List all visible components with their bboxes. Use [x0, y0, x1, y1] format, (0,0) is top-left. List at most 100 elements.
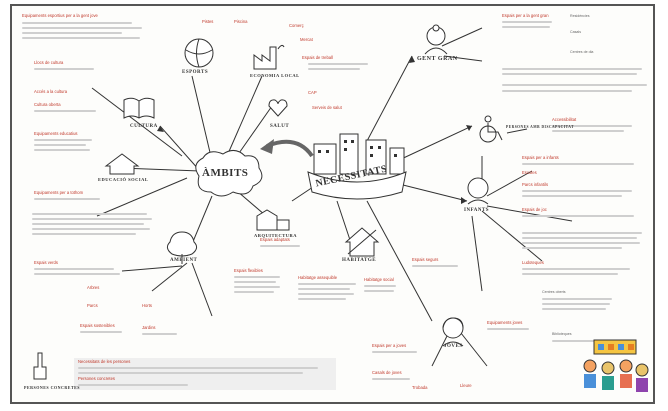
- text-line: [32, 218, 152, 220]
- node-joves: JOVES: [444, 344, 463, 349]
- note-esports-3: Piscina: [234, 19, 248, 24]
- text-line: [502, 26, 550, 28]
- note-educacio-2: Equipaments per a tothom: [34, 190, 84, 195]
- text-line: [298, 293, 354, 295]
- node-economia: ECONOMIA LOCAL: [250, 73, 300, 78]
- note-habitatge-1: Habitatge assequible: [298, 275, 338, 280]
- text-line: [502, 68, 642, 70]
- house-icon: [344, 227, 380, 257]
- ambits-label: ÀMBITS: [202, 167, 249, 179]
- text-line: [372, 378, 410, 380]
- book-icon: [123, 97, 155, 119]
- mind-map: Equipaments esportius per a la gent jove…: [10, 4, 655, 404]
- text-line: [22, 27, 142, 29]
- buildings-icon: [307, 133, 407, 200]
- text-line: [34, 273, 120, 275]
- hand-pointing-up-icon: [33, 352, 47, 380]
- text-line: [552, 340, 602, 342]
- text-line: [308, 63, 368, 65]
- text-line: [542, 298, 612, 300]
- text-line: [142, 333, 177, 335]
- note-gent-gran-4: Centres de dia: [570, 50, 594, 54]
- note-infants-1: Espais per a infants: [522, 155, 559, 160]
- text-line: [34, 68, 94, 70]
- text-line: [34, 198, 100, 200]
- note-joves-2: Casals de joves: [372, 370, 402, 375]
- node-discapacitat: PERSONES AMB DISCAPACITAT: [506, 125, 575, 129]
- note-gent-gran-2: Residències: [570, 14, 590, 18]
- text-line: [502, 90, 632, 92]
- text-line: [22, 37, 140, 39]
- text-line: [522, 268, 630, 270]
- note-gent-gran-1: Espais per a la gent gran: [502, 13, 549, 18]
- text-line: [32, 213, 147, 215]
- node-salut: SALUT: [270, 124, 290, 129]
- text-line: [522, 242, 640, 244]
- text-line: [487, 328, 529, 330]
- text-line: [234, 291, 274, 293]
- text-line: [502, 73, 637, 75]
- note-ambient-1: Espais verds: [34, 260, 58, 265]
- text-line: [22, 22, 132, 24]
- note-infants-5: Ludoteques: [522, 260, 544, 265]
- text-line: [542, 308, 606, 310]
- text-line: [34, 144, 86, 146]
- text-line: [260, 245, 300, 247]
- text-line: [522, 273, 618, 275]
- text-line: [234, 286, 280, 288]
- text-line: [34, 110, 96, 112]
- note-joves-5: Equipaments joves: [487, 320, 523, 325]
- text-line: [552, 125, 632, 127]
- text-line: [364, 290, 394, 292]
- note-salut-1: CAP: [308, 90, 317, 95]
- note-ambient-6: Jardins: [142, 325, 156, 330]
- text-line: [372, 351, 417, 353]
- text-line: [32, 228, 150, 230]
- footer-note-2: Persones concretes: [78, 376, 116, 381]
- text-line: [522, 232, 642, 234]
- note-cultura-1: Llocs de cultura: [34, 60, 64, 65]
- node-esports: ESPORTS: [182, 70, 209, 75]
- text-line: [502, 21, 552, 23]
- note-economia-3: Espais de treball: [302, 55, 333, 60]
- note-arq-1: Espais adaptats: [260, 237, 290, 242]
- text-line: [298, 298, 346, 300]
- children-illustration-icon: [583, 339, 649, 392]
- text-line: [522, 195, 622, 197]
- text-line: [32, 233, 136, 235]
- note-infants-3: Parcs infantils: [522, 182, 549, 187]
- text-line: [298, 283, 356, 285]
- node-educacio: EDUCACIÓ SOCIAL: [98, 177, 149, 182]
- footer-note-1: Necessitats de les persones: [78, 359, 131, 364]
- note-ambient-3: Parcs: [87, 303, 98, 308]
- factory-icon: [253, 44, 285, 70]
- text-line: [364, 285, 396, 287]
- text-line: [298, 288, 350, 290]
- note-joves-1: Espais per a joves: [372, 343, 407, 348]
- note-arq-2: Espais flexibles: [234, 268, 263, 273]
- note-infants-4: Espais de joc: [522, 207, 547, 212]
- note-discap-1: Accessibilitat: [552, 117, 577, 122]
- note-ambient-2: Arbres: [87, 285, 100, 290]
- node-habitatge: HABITATGE: [342, 258, 377, 263]
- text-line: [234, 281, 276, 283]
- note-joves-3: Trobada: [412, 385, 428, 390]
- text-line: [78, 372, 303, 374]
- note-infants-6: Centres oberts: [542, 290, 566, 294]
- wheelchair-icon: [479, 115, 503, 143]
- note-esports-2: Pistes: [202, 19, 214, 24]
- text-line: [34, 268, 114, 270]
- text-line: [522, 190, 632, 192]
- note-gent-gran-3: Casals: [570, 30, 581, 34]
- text-line: [522, 247, 622, 249]
- text-line: [522, 163, 634, 165]
- tree-icon: [166, 231, 198, 264]
- note-habitatge-2: Habitatge social: [364, 277, 394, 282]
- text-line: [34, 149, 90, 151]
- text-line: [78, 384, 188, 386]
- shelter-icon: [104, 153, 140, 175]
- heart-icon: [268, 99, 288, 117]
- text-line: [34, 139, 92, 141]
- note-ambient-4: Espais sostenibles: [80, 323, 115, 328]
